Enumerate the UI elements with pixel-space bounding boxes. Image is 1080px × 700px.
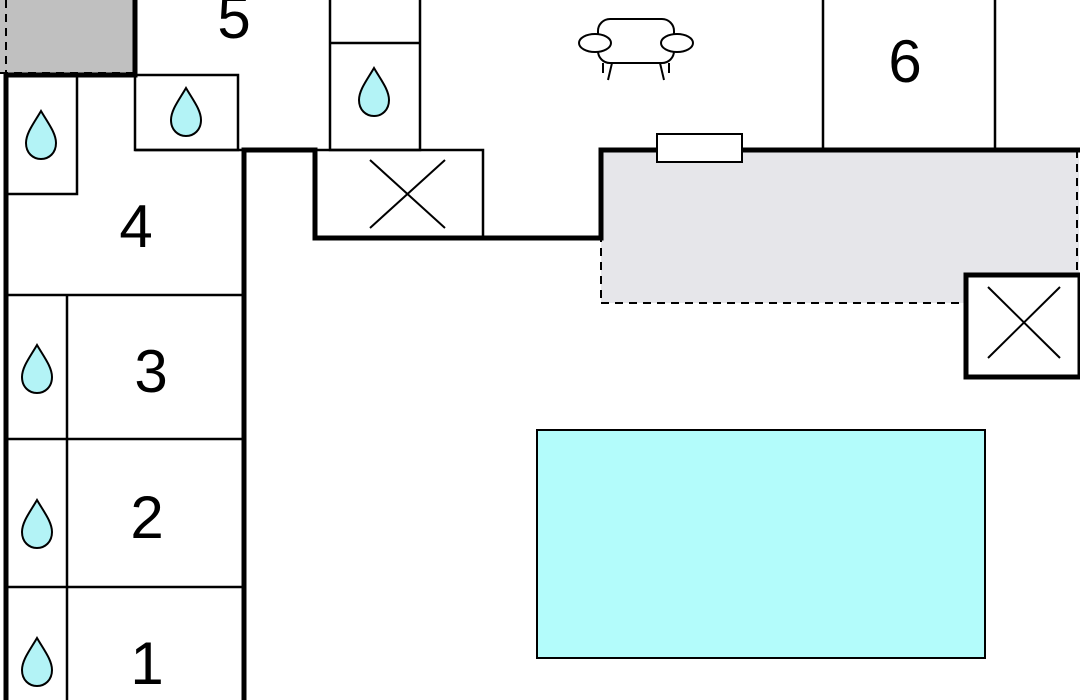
water-drop-icon	[21, 344, 53, 394]
room-number-5: 5	[217, 0, 250, 51]
water-drop-icon	[25, 110, 57, 160]
pool	[536, 429, 986, 659]
room-number-1: 1	[130, 630, 163, 697]
window-icon	[656, 133, 743, 163]
water-drop-icon	[358, 67, 390, 117]
water-drop-icon	[21, 499, 53, 549]
water-drop-icon	[170, 87, 202, 137]
room-number-3: 3	[134, 338, 167, 405]
room-number-6: 6	[888, 28, 921, 95]
water-drop-icon	[21, 637, 53, 687]
armchair-icon	[578, 18, 694, 81]
stairs-icon-right	[963, 272, 1080, 380]
room-number-2: 2	[130, 484, 163, 551]
stairs-icon	[369, 159, 446, 229]
internal-walls	[8, 0, 997, 700]
room-number-4: 4	[119, 193, 152, 260]
grey-storage-block	[0, 0, 137, 74]
